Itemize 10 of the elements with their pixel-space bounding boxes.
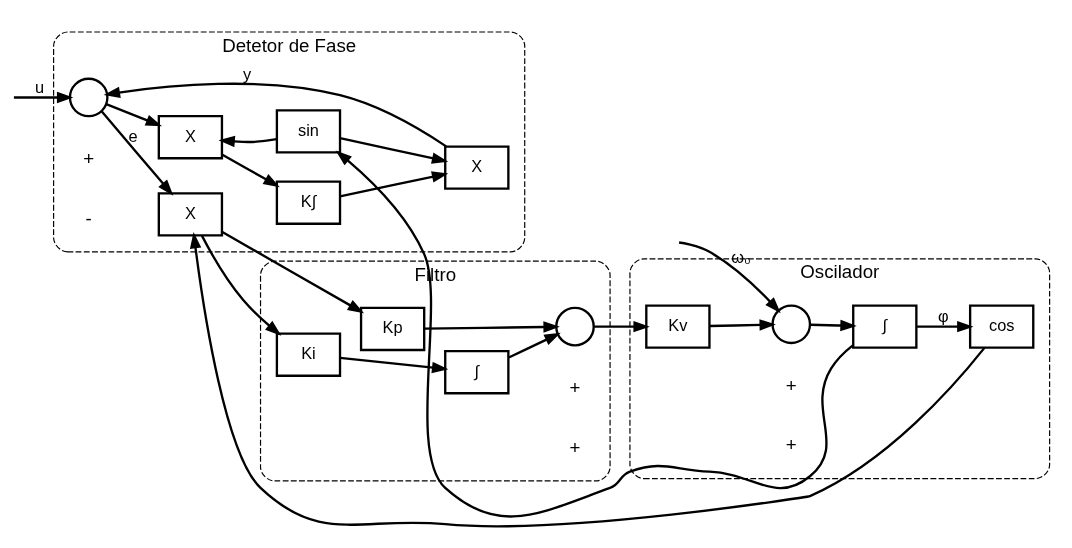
edge-label: φ — [937, 306, 949, 325]
edge-label: e — [128, 126, 138, 145]
label: - — [85, 207, 92, 229]
edge-label: u — [35, 77, 45, 96]
edge-label: y — [242, 64, 252, 83]
label: + — [785, 433, 797, 455]
label: + — [785, 374, 797, 396]
label: + — [569, 376, 581, 398]
label: + — [83, 147, 95, 169]
label: + — [569, 436, 581, 458]
